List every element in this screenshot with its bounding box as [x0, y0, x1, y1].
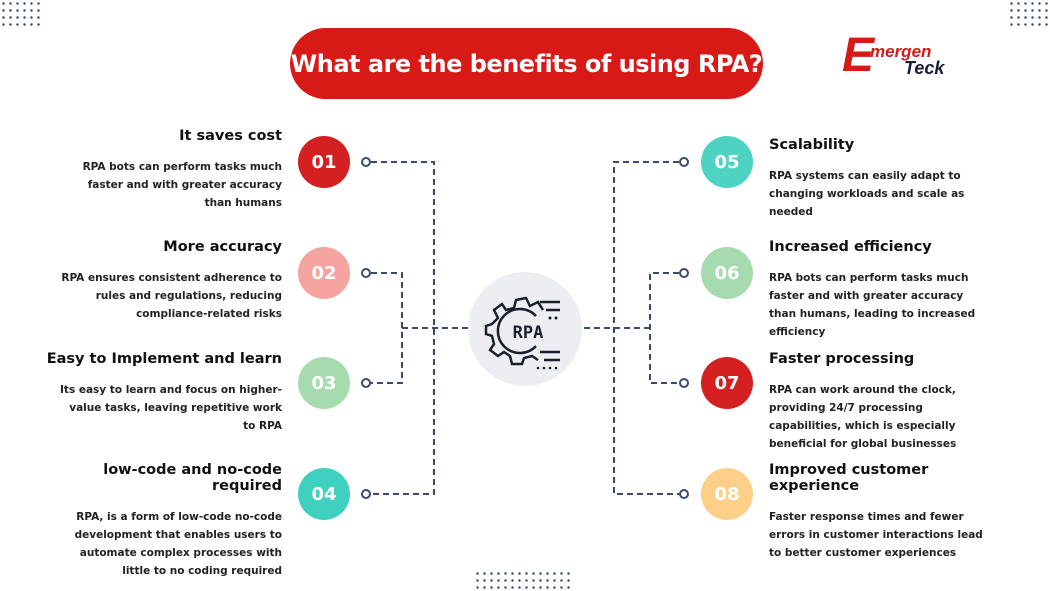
benefit-text: Its easy to learn and focus on higher-va…: [60, 384, 282, 432]
benefit-title: More accuracy: [163, 239, 282, 255]
benefit-title: low-code and no-code required: [103, 462, 282, 494]
benefit-text: RPA can work around the clock, providing…: [769, 384, 957, 450]
benefit-title: Faster processing: [769, 351, 915, 367]
benefit-text: RPA bots can perform tasks much faster a…: [82, 161, 282, 209]
dot-pattern: [474, 570, 574, 591]
number-badge-01: 01: [298, 136, 350, 188]
number-badge-07: 07: [701, 357, 753, 409]
benefit-title: Increased efficiency: [769, 239, 932, 255]
benefit-text: RPA, is a form of low-code no-code devel…: [74, 511, 282, 577]
number-badge-06: 06: [701, 247, 753, 299]
benefit-title: Scalability: [769, 137, 855, 153]
number-badge-02: 02: [298, 247, 350, 299]
benefit-text: Faster response times and fewer errors i…: [769, 511, 983, 559]
number-badge-08: 08: [701, 468, 753, 520]
svg-text:RPA: RPA: [513, 323, 544, 343]
dot-pattern: [1008, 0, 1050, 28]
benefit-title: It saves cost: [179, 128, 282, 144]
rpa-hub: RPA: [468, 272, 582, 386]
dot-pattern: [0, 0, 42, 28]
benefit-title: Improved customer experience: [769, 462, 929, 494]
benefit-text: RPA bots can perform tasks much faster a…: [769, 272, 976, 338]
number-badge-05: 05: [701, 136, 753, 188]
logo: E mergen Teck: [842, 29, 945, 82]
benefit-text: RPA ensures consistent adherence to rule…: [61, 272, 282, 320]
number-badge-03: 03: [298, 357, 350, 409]
benefit-title: Easy to Implement and learn: [46, 351, 282, 367]
benefit-text: RPA systems can easily adapt to changing…: [769, 170, 965, 218]
page-title: What are the benefits of using RPA?: [290, 28, 763, 99]
number-badge-04: 04: [298, 468, 350, 520]
rpa-gear-icon: RPA: [484, 296, 560, 370]
